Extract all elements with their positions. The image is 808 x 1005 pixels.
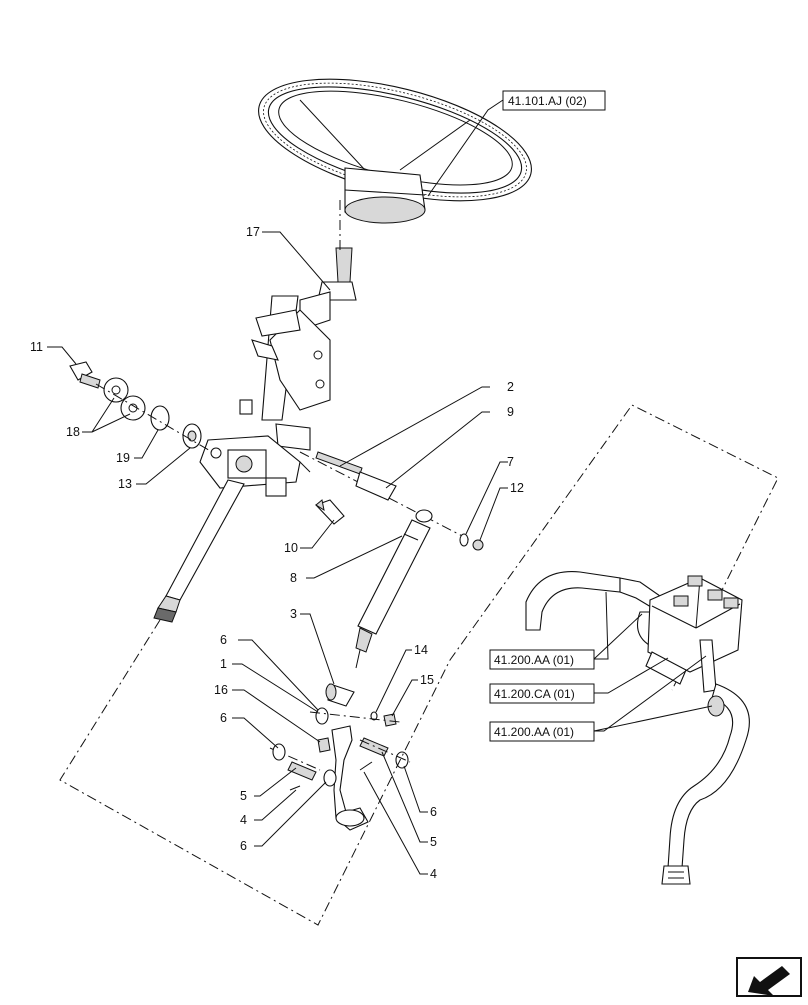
steering-valve-assembly: [525, 571, 750, 885]
lock-washers-18: [103, 377, 146, 421]
ref-box-41-200-ca[interactable]: 41.200.CA (01): [489, 683, 595, 704]
callout-7: 7: [507, 455, 514, 469]
washer-7: [459, 533, 469, 547]
callout-2: 2: [507, 380, 514, 394]
ref-box-41-200-aa-2[interactable]: 41.200.AA (01): [489, 721, 595, 742]
callout-6: 6: [220, 633, 227, 647]
callout-19: 19: [116, 451, 130, 465]
ref-box-41-101-aj[interactable]: 41.101.AJ (02): [502, 90, 606, 111]
nut-12: [472, 539, 484, 551]
svg-text:41.101.AJ (02): 41.101.AJ (02): [508, 94, 587, 108]
reference-boxes: 41.101.AJ (02) 41.200.AA (01) 41.200.CA …: [489, 90, 606, 742]
callout-13: 13: [118, 477, 132, 491]
sleeve-9: [355, 471, 397, 501]
steering-wheel: [258, 78, 532, 224]
arrow-icon[interactable]: [736, 957, 802, 997]
bolt-11: [69, 361, 101, 389]
washer-6b: [272, 743, 286, 761]
washer-19: [150, 405, 170, 431]
bolt-10: [315, 499, 345, 525]
callout-4: 4: [430, 867, 437, 881]
washer-6a: [315, 707, 329, 725]
callout-10: 10: [284, 541, 298, 555]
ring-14: [370, 711, 378, 721]
washer-6d: [395, 751, 409, 769]
callout-5: 5: [430, 835, 437, 849]
callout-6: 6: [240, 839, 247, 853]
callout-5: 5: [240, 789, 247, 803]
svg-text:41.200.AA (01): 41.200.AA (01): [494, 725, 574, 739]
assembly-boundary: [59, 404, 779, 926]
callout-3: 3: [290, 607, 297, 621]
callout-12: 12: [510, 481, 524, 495]
svg-text:41.200.AA (01): 41.200.AA (01): [494, 653, 574, 667]
callout-9: 9: [507, 405, 514, 419]
callout-14: 14: [414, 643, 428, 657]
pin-5b: [359, 737, 389, 757]
pedal-1: [331, 725, 369, 831]
callout-18: 18: [66, 425, 80, 439]
steering-column: [153, 247, 357, 623]
callout-8: 8: [290, 571, 297, 585]
screw-15: [383, 713, 397, 727]
callout-numbers: 17 11 18 19 13 2 9 7 12 10 8 3 14 15 6 1…: [30, 225, 524, 881]
callout-11: 11: [30, 340, 43, 354]
callout-6: 6: [220, 711, 227, 725]
callout-6: 6: [430, 805, 437, 819]
pin-5a: [287, 761, 317, 781]
cotter-pin-4a: [289, 785, 301, 791]
pin-2: [315, 451, 363, 475]
callout-17: 17: [246, 225, 260, 239]
leader-lines: [47, 99, 713, 875]
svg-text:41.200.CA (01): 41.200.CA (01): [494, 687, 575, 701]
nipple-16: [317, 737, 331, 753]
callout-4: 4: [240, 813, 247, 827]
callout-15: 15: [420, 673, 434, 687]
ref-box-41-200-aa-1[interactable]: 41.200.AA (01): [489, 649, 595, 670]
cotter-pin-4b: [359, 761, 373, 771]
gas-spring-8: [355, 509, 433, 669]
callout-1: 1: [220, 657, 227, 671]
washer-6c: [323, 769, 337, 787]
callout-16: 16: [214, 683, 228, 697]
